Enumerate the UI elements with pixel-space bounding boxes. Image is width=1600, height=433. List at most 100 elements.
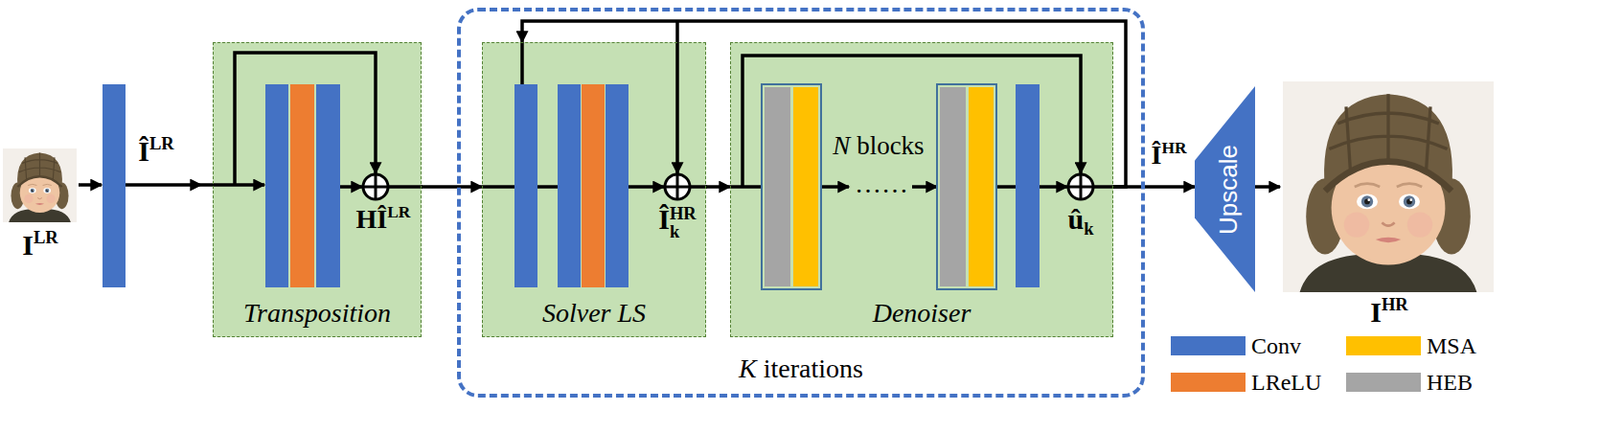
msa-bar: [793, 87, 819, 287]
text-part: HÎ: [356, 204, 389, 234]
sum-arrow: [1039, 184, 1068, 189]
inner-wire: [537, 184, 558, 189]
annotation-label: N blocks: [832, 132, 924, 161]
text-part: Solver LS: [542, 297, 646, 328]
connector: [421, 184, 482, 189]
text-part: I: [1370, 296, 1382, 328]
sum-cross: [1068, 174, 1094, 200]
math-label: ÎkHR: [658, 203, 697, 242]
sum-circle: [664, 174, 690, 200]
text-part: k: [1083, 218, 1094, 239]
box-fill: [212, 42, 422, 338]
feedback-branch: [675, 21, 680, 174]
feature-arrow: [125, 182, 202, 187]
feature-arrow: [201, 182, 265, 187]
text-part: Denoiser: [872, 297, 972, 328]
transformer-block: [761, 84, 822, 290]
text-part: ……: [854, 168, 909, 199]
text-part: K: [738, 353, 757, 384]
module-box: Solver LS: [481, 42, 707, 338]
in-wire: [730, 184, 762, 189]
math-label: IHR: [1370, 295, 1409, 328]
legend-swatch: [1170, 336, 1246, 356]
legend-item: HEB: [1346, 372, 1473, 392]
legend-item: MSA: [1346, 336, 1477, 356]
in-wire: [481, 184, 515, 189]
block-wire: [996, 184, 1016, 189]
legend-text: MSA: [1426, 333, 1477, 359]
connector: [706, 184, 731, 189]
iteration-region: K iterations Solver LS Denoiser: [457, 7, 1145, 398]
conv-bar: [102, 84, 126, 288]
math-label: ILR: [22, 228, 59, 261]
text-part: LR: [149, 133, 175, 154]
node-title: Transposition: [243, 298, 391, 329]
math-label: ûk: [1067, 203, 1094, 239]
text-part: blocks: [849, 131, 924, 160]
text-part: Î: [1151, 139, 1163, 170]
legend-swatch: [1346, 372, 1421, 392]
node-title: K iterations: [738, 354, 864, 385]
connector: [1113, 184, 1195, 189]
input-face-image: [2, 148, 77, 223]
legend-swatch: [1346, 336, 1421, 356]
block-arrow: [912, 184, 938, 189]
superscript: HR: [669, 204, 697, 224]
text-part: LR: [387, 203, 411, 222]
text-part: N: [832, 131, 850, 160]
conv-bar: [514, 84, 538, 288]
output-arrow: [1255, 184, 1280, 189]
subscript: k: [669, 222, 697, 242]
node-title: Denoiser: [872, 298, 972, 329]
wires: [78, 21, 1280, 187]
conv-bar: [265, 84, 289, 288]
sum-arrow: [340, 184, 363, 189]
upscale-trapezoid: [1194, 86, 1256, 293]
sum-symbols: [363, 174, 1094, 200]
math-label: HÎLR: [356, 203, 412, 235]
text-part: û: [1067, 203, 1084, 235]
node-title: Solver LS: [542, 298, 646, 329]
box-fill: [730, 42, 1114, 338]
legend-item: Conv: [1170, 336, 1302, 356]
legend-swatch: [1170, 372, 1246, 392]
heb-bar: [764, 87, 791, 287]
module-box: Denoiser: [730, 42, 1114, 338]
out-wire: [689, 184, 708, 189]
legend-text: LReLU: [1251, 369, 1322, 395]
legend-text: Conv: [1251, 333, 1302, 359]
text-part: iterations: [756, 353, 864, 384]
text-part: Î: [658, 203, 670, 235]
box-fill: [481, 42, 707, 338]
input-arrow: [78, 182, 102, 187]
legend-item: LReLU: [1170, 372, 1322, 392]
conv-bar: [605, 84, 629, 288]
sum-circle: [1068, 174, 1094, 200]
lrelu-bar: [290, 84, 315, 288]
conv-bar: [557, 84, 581, 288]
edge-label: ÎHR: [1151, 138, 1188, 171]
conv-bar: [316, 84, 341, 288]
node-title: Upscale: [1214, 144, 1243, 235]
transformer-block: [937, 84, 997, 290]
out-wire: [388, 184, 423, 189]
text-part: Î: [137, 135, 150, 167]
connector: [522, 21, 1126, 187]
text-part: Transposition: [243, 297, 391, 328]
output-face-image: [1282, 81, 1494, 293]
feedback-wire: [520, 42, 525, 85]
text-part: I: [22, 228, 34, 261]
conv-bar: [1015, 84, 1040, 288]
lrelu-bar: [581, 84, 605, 288]
upscale-block: Upscale: [1194, 86, 1256, 293]
sum-cross: [363, 174, 389, 200]
text-part: Upscale: [1213, 144, 1243, 235]
block-arrow: [821, 184, 849, 189]
text-part: HR: [1381, 294, 1409, 315]
msa-bar: [968, 87, 994, 287]
annotation-label: ……: [854, 169, 909, 200]
text-part: LR: [33, 227, 59, 248]
text-part: HR: [1161, 138, 1187, 158]
